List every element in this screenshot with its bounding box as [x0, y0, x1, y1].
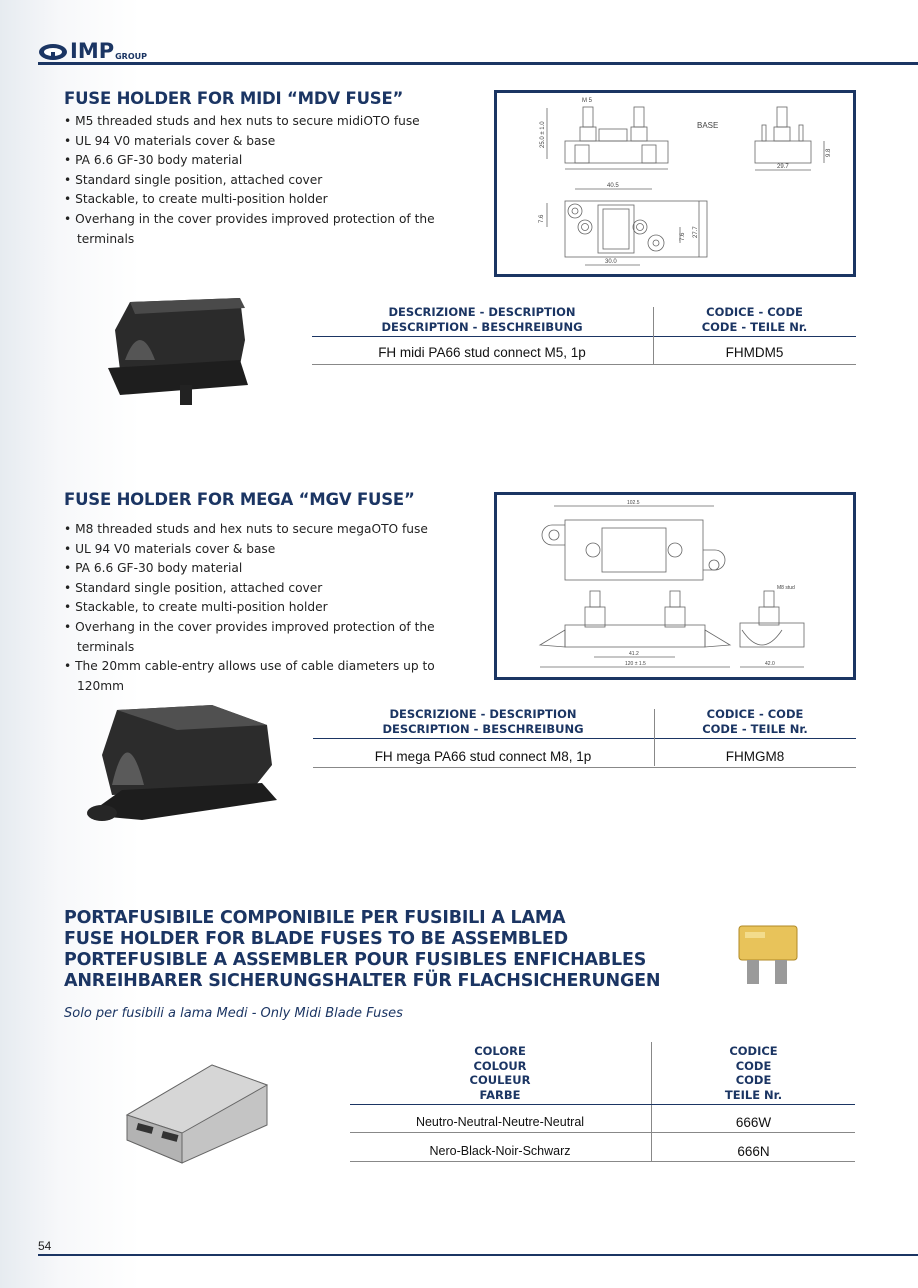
- feature-item: M5 threaded studs and hex nuts to secure…: [64, 112, 444, 132]
- feature-item: The 20mm cable-entry allows use of cable…: [64, 657, 484, 696]
- dim-label: 42.0: [765, 661, 775, 667]
- column-header: CODICE: [729, 1044, 778, 1058]
- logo-emblem-icon: [39, 44, 67, 60]
- midi-title: FUSE HOLDER FOR MIDI “MDV FUSE”: [64, 89, 404, 108]
- table-cell-description: FH mega PA66 stud connect M8, 1p: [374, 749, 592, 764]
- column-header: DESCRIPTION - BESCHREIBUNG: [382, 721, 584, 736]
- column-header: COULEUR: [469, 1073, 531, 1087]
- blade-fuse-image: [738, 925, 798, 984]
- column-header: CODE - TEILE Nr.: [702, 721, 808, 736]
- mega-fuse-holder-photo: [87, 705, 277, 821]
- base-label: BASE: [697, 121, 718, 130]
- column-header: CODICE - CODE: [706, 305, 803, 319]
- title-fr: PORTEFUSIBLE A ASSEMBLER POUR FUSIBLES E…: [64, 950, 647, 970]
- dim-label: 30.0: [605, 259, 617, 265]
- table-cell-code: FHMDM5: [725, 345, 784, 360]
- column-header: COLOUR: [473, 1058, 527, 1073]
- dim-label: 120 ± 1.5: [625, 661, 646, 667]
- logo: IMP GROUP: [38, 39, 147, 63]
- feature-item: M8 threaded studs and hex nuts to secure…: [64, 520, 484, 540]
- blade-titles: PORTAFUSIBILE COMPONIBILE PER FUSIBILI A…: [64, 908, 661, 992]
- column-header: DESCRIZIONE - DESCRIPTION: [388, 305, 576, 319]
- midi-technical-drawing: M 5 25.0 ± 1.0 BASE 29.7 9.8 40.5 7.6 27…: [494, 90, 856, 277]
- feature-item: UL 94 V0 materials cover & base: [64, 132, 444, 152]
- dim-label: 7.6: [539, 214, 545, 223]
- dim-label: 9.8: [826, 148, 832, 157]
- feature-item: Stackable, to create multi-position hold…: [64, 598, 484, 618]
- title-it: PORTAFUSIBILE COMPONIBILE PER FUSIBILI A…: [64, 908, 566, 928]
- dim-label: 29.7: [777, 164, 789, 170]
- mega-features: M8 threaded studs and hex nuts to secure…: [64, 520, 484, 696]
- column-header: COLORE: [474, 1044, 526, 1058]
- feature-item: UL 94 V0 materials cover & base: [64, 540, 484, 560]
- midi-fuse-holder-photo: [108, 298, 248, 405]
- title-en: FUSE HOLDER FOR BLADE FUSES TO BE ASSEMB…: [64, 929, 568, 949]
- table-cell-description: FH midi PA66 stud connect M5, 1p: [378, 345, 586, 360]
- dim-label: 102.5: [627, 500, 640, 506]
- feature-item: Stackable, to create multi-position hold…: [64, 190, 444, 210]
- blade-holder-image: [125, 1064, 269, 1164]
- dim-label: M8 stud: [777, 585, 795, 591]
- title-de: ANREIHBARER SICHERUNGSHALTER FÜR FLACHSI…: [64, 971, 661, 991]
- feature-item: Overhang in the cover provides improved …: [64, 210, 444, 249]
- feature-item: PA 6.6 GF-30 body material: [64, 559, 484, 579]
- midi-features: M5 threaded studs and hex nuts to secure…: [64, 112, 444, 249]
- column-header: DESCRIZIONE - DESCRIPTION: [389, 707, 577, 721]
- page-number: 54: [38, 1239, 52, 1253]
- footer-rule: [38, 1254, 918, 1256]
- column-header: CODICE - CODE: [706, 707, 804, 721]
- column-header: CODE: [735, 1073, 772, 1087]
- dim-label: 27.7: [693, 226, 699, 238]
- column-header: TEILE Nr.: [724, 1087, 783, 1102]
- table-cell-description: Neutro-Neutral-Neutre-Neutral: [415, 1115, 585, 1129]
- table-cell-code: 666N: [737, 1144, 770, 1159]
- dim-label: 25.0 ± 1.0: [540, 121, 546, 148]
- column-header: DESCRIPTION - BESCHREIBUNG: [381, 319, 583, 334]
- table-cell-code: 666W: [735, 1115, 772, 1130]
- table-cell-code: FHMGM8: [725, 749, 785, 764]
- dim-label: 40.5: [607, 183, 619, 189]
- mega-technical-drawing: 102.5 41.2 120 ± 1.5 42.0 M8 stud: [494, 492, 856, 680]
- dim-label: 41.2: [629, 651, 639, 657]
- feature-item: Standard single position, attached cover: [64, 171, 444, 191]
- logo-sub: GROUP: [115, 52, 147, 61]
- logo-text: IMP: [70, 39, 115, 63]
- feature-item: Overhang in the cover provides improved …: [64, 618, 484, 657]
- table-cell-description: Nero-Black-Noir-Schwarz: [429, 1144, 571, 1158]
- dim-label: 7.6: [680, 232, 686, 241]
- feature-item: Standard single position, attached cover: [64, 579, 484, 599]
- mega-title: FUSE HOLDER FOR MEGA “MGV FUSE”: [64, 490, 415, 509]
- column-header: FARBE: [479, 1087, 521, 1102]
- column-header: CODE - TEILE Nr.: [701, 319, 808, 334]
- header-rule: [38, 62, 918, 65]
- dim-label: M 5: [582, 98, 593, 104]
- feature-item: PA 6.6 GF-30 body material: [64, 151, 444, 171]
- column-header: CODE: [735, 1058, 772, 1073]
- blade-subtitle: Solo per fusibili a lama Medi - Only Mid…: [64, 1006, 403, 1021]
